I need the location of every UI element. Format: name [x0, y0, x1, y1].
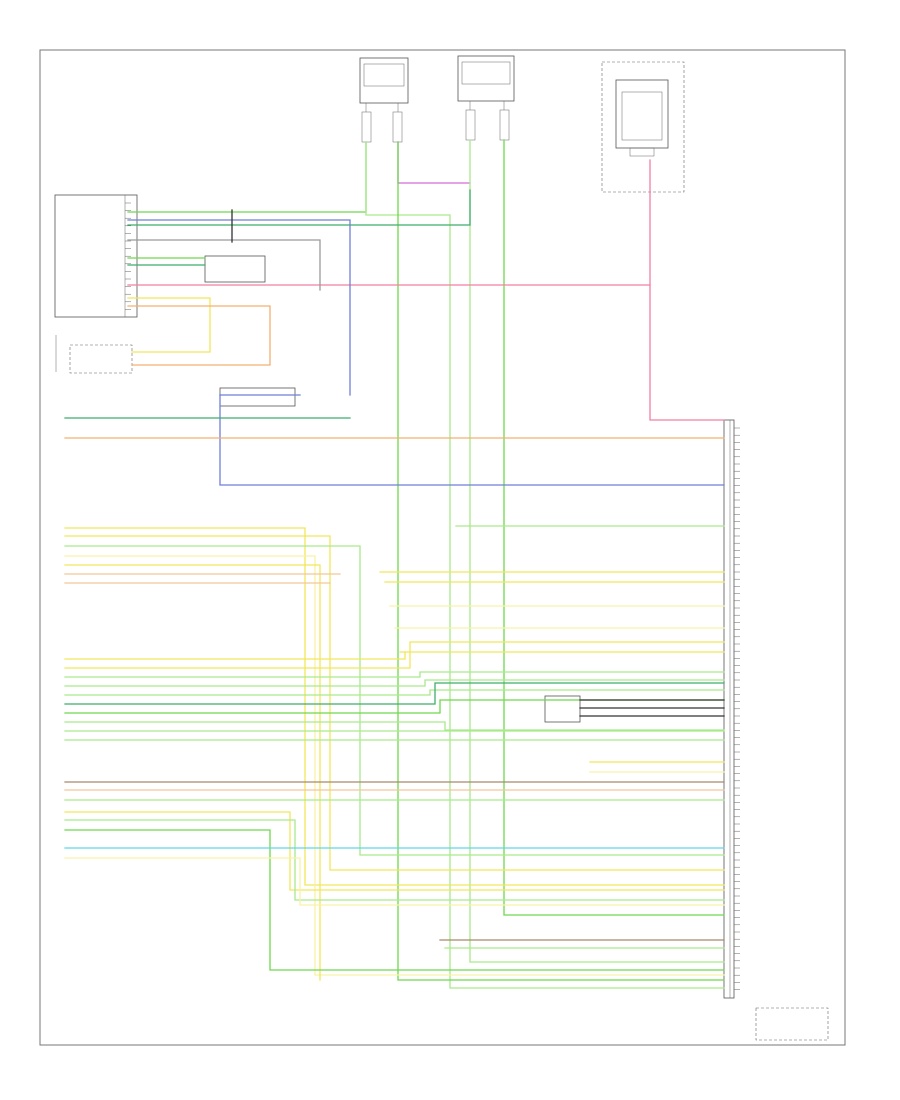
- wire-50: [64, 811, 725, 891]
- wire-37: [64, 679, 725, 687]
- wire-52: [64, 829, 725, 971]
- inline-relay-box: [204, 255, 266, 283]
- wire-3: [397, 141, 471, 184]
- wire-26: [64, 564, 321, 981]
- wire-23: [64, 535, 725, 871]
- wire-2: [365, 141, 725, 989]
- right-pcm-connector: [723, 419, 829, 1041]
- left-connector-block: [54, 194, 138, 318]
- wire-35: [64, 641, 725, 669]
- wire-18: [127, 305, 271, 366]
- inline-resistor-box: [219, 387, 296, 407]
- wire-34: [64, 651, 406, 660]
- wire-39: [64, 682, 725, 705]
- wire-51: [64, 819, 725, 901]
- diagram-frame: [39, 49, 846, 1046]
- left-switch-sensor: [55, 335, 133, 374]
- wire-22: [64, 527, 725, 886]
- wire-25: [64, 555, 725, 976]
- wire-5: [469, 139, 725, 963]
- wire-41: [64, 721, 725, 731]
- wire-38: [64, 689, 725, 696]
- pin-tick-group: [125, 202, 740, 990]
- wire-24: [64, 545, 725, 856]
- top-right-module: [601, 61, 685, 193]
- top-center-sensor: [457, 55, 515, 141]
- wire-6: [503, 139, 725, 916]
- wire-13: [127, 239, 321, 291]
- wire-7: [127, 189, 471, 226]
- wire-4: [397, 141, 725, 981]
- wire-40: [64, 699, 725, 714]
- top-left-sensor: [359, 57, 409, 143]
- wire-36: [64, 671, 725, 678]
- wire-17: [127, 297, 211, 353]
- wire-1: [127, 141, 367, 213]
- wire-10: [127, 219, 351, 396]
- wire-8: [649, 159, 725, 421]
- wire-12: [219, 394, 725, 486]
- wire-group: [64, 139, 725, 989]
- wire-54: [64, 857, 725, 906]
